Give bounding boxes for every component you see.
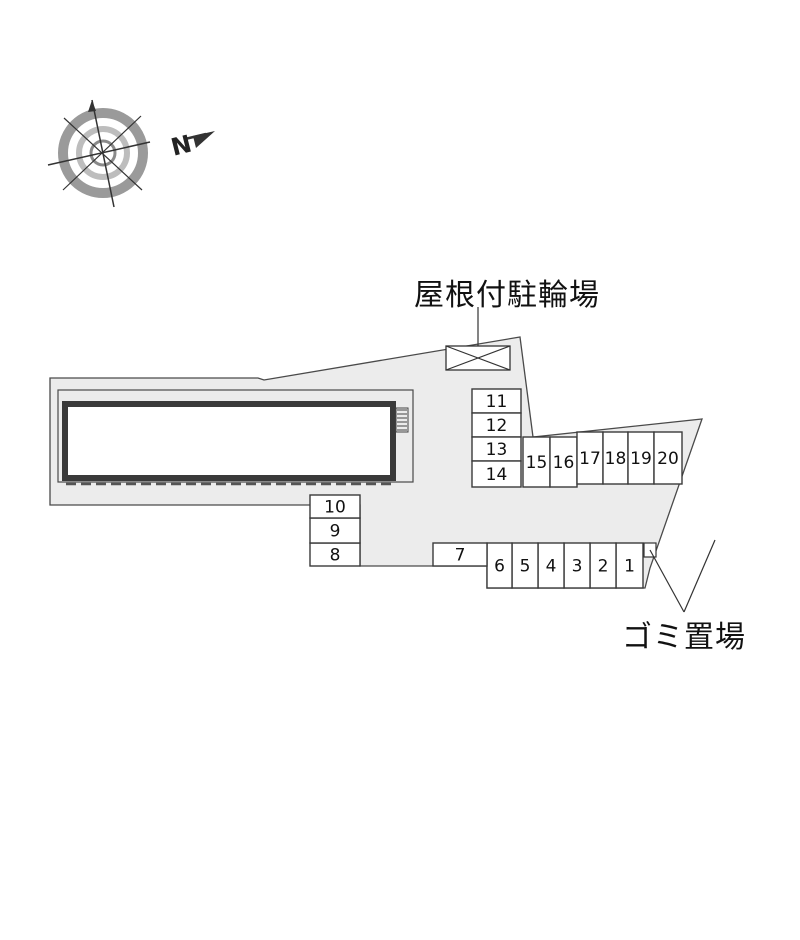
parking-spot-number: 8: [330, 546, 341, 566]
parking-spot-number: 17: [579, 449, 601, 469]
parking-spot-number: 4: [546, 557, 557, 577]
parking-spot-number: 13: [486, 440, 508, 460]
parking-spot-number: 6: [494, 557, 505, 577]
compass-icon: [47, 99, 215, 208]
parking-spot-number: 2: [598, 557, 609, 577]
parking-spot-number: 16: [553, 453, 575, 473]
parking-spot-14: [471, 460, 522, 488]
parking-spot-number: 10: [324, 498, 346, 518]
parking-spot-number: 1: [624, 557, 635, 577]
parking-spot-number: 5: [520, 557, 531, 577]
parking-spot-10: [309, 494, 361, 519]
parking-spot-12: [471, 412, 522, 438]
parking-spot-3: [563, 542, 591, 589]
apartment-building: [57, 389, 414, 486]
parking-spot-number: 15: [526, 453, 548, 473]
parking-spot-5: [511, 542, 539, 589]
garbage-area-marker: [643, 539, 716, 613]
parking-spot-6: [486, 542, 513, 589]
parking-spot-4: [537, 542, 565, 589]
parking-spot-number: 20: [657, 449, 679, 469]
parking-spot-number: 3: [572, 557, 583, 577]
parking-spot-1: [615, 542, 644, 589]
parking-spot-number: 7: [455, 546, 466, 566]
parking-spot-number: 11: [486, 392, 508, 412]
parking-spot-number: 14: [486, 465, 508, 485]
garbage-area-label: ゴミ置場: [622, 620, 746, 655]
parking-spot-number: 9: [330, 522, 341, 542]
parking-spot-18: [602, 431, 629, 485]
parking-spot-number: 12: [486, 416, 508, 436]
parking-spot-15: [522, 436, 551, 488]
parking-spot-2: [589, 542, 617, 589]
compass-north-letter: N: [168, 130, 194, 162]
parking-spot-number: 18: [605, 449, 627, 469]
parking-spot-20: [653, 431, 683, 485]
parking-spot-7: [432, 542, 488, 567]
bicycle-parking-marker: [445, 307, 511, 371]
bicycle-parking-label: 屋根付駐輪場: [414, 278, 600, 313]
stairs-icon: [395, 407, 409, 433]
parking-spot-number: 19: [630, 449, 652, 469]
